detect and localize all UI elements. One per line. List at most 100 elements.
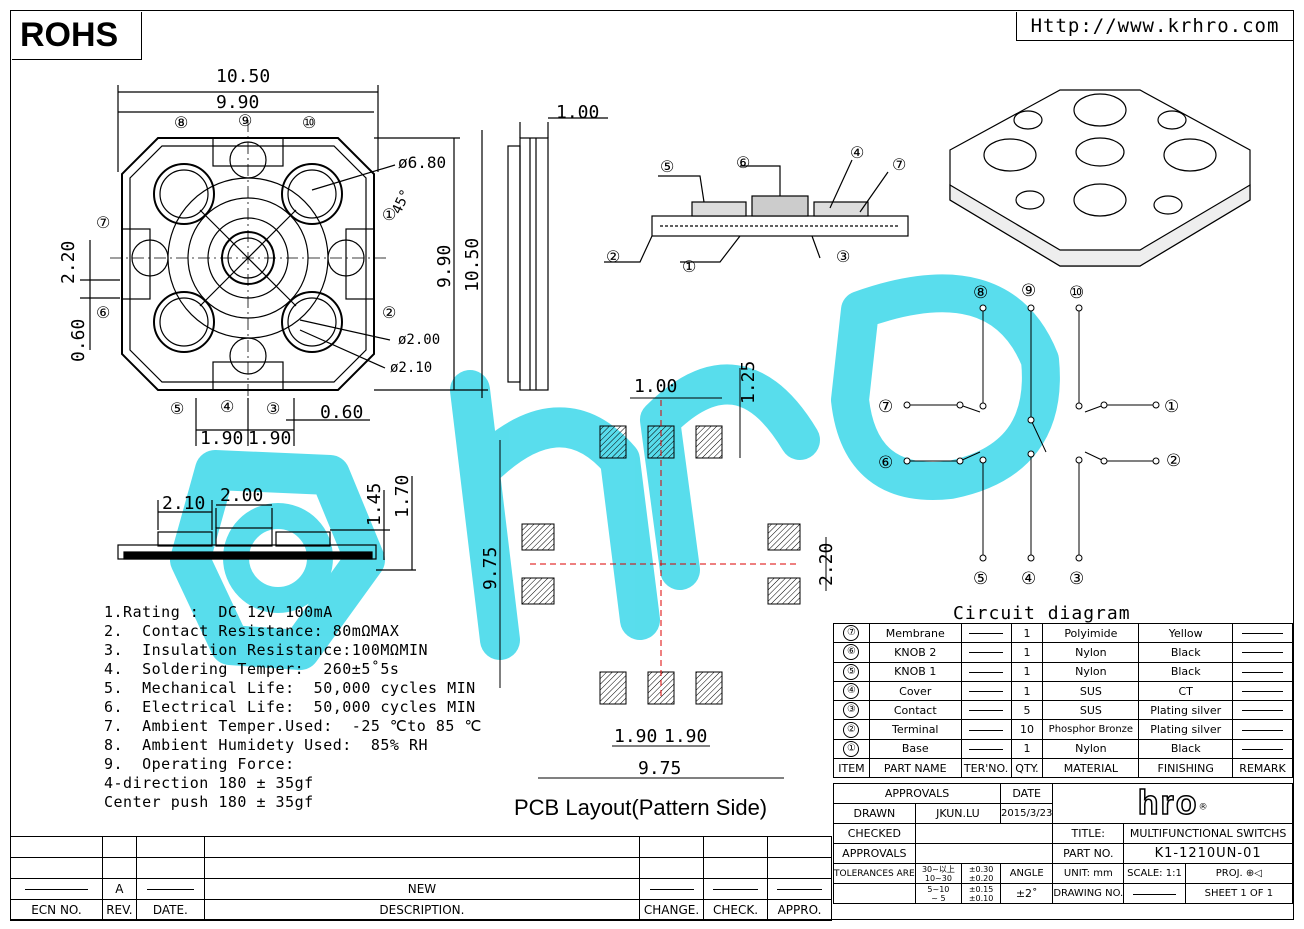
title-value: MULTIFUNCTIONAL SWITCHS xyxy=(1123,823,1293,844)
check-label: CHECK. xyxy=(703,899,768,921)
dim-2-10: 2.10 xyxy=(162,493,205,514)
bom-finishing: Black xyxy=(1138,642,1234,663)
pcb-dim-1-00: 1.00 xyxy=(634,376,677,397)
pcb-dim-2-20: 2.20 xyxy=(816,543,837,586)
bom-qty: 5 xyxy=(1010,700,1044,721)
drawn-date: 2015/3/23 xyxy=(1000,803,1054,824)
spec-line: 3. Insulation Resistance:100MΩMIN xyxy=(104,641,429,659)
sheet: SHEET 1 OF 1 xyxy=(1184,883,1294,904)
bom-finishing: Plating silver xyxy=(1138,700,1234,721)
dim-2-00: 2.00 xyxy=(220,485,263,506)
drawn-by: JKUN.LU xyxy=(914,803,1002,824)
circuit-pin-4: ④ xyxy=(1021,569,1036,589)
pcb-dims xyxy=(499,368,827,779)
description-label: DESCRIPTION. xyxy=(203,899,641,921)
angle-label: ANGLE xyxy=(1000,863,1054,884)
pin-1-label: ① xyxy=(382,205,396,224)
tol-range: 30~以上 xyxy=(921,864,955,874)
circuit-pin-7: ⑦ xyxy=(878,397,893,417)
callout-4: ④ xyxy=(850,143,864,162)
tol-range: 10~30 xyxy=(924,873,952,883)
angle-value: ±2˚ xyxy=(1000,883,1054,904)
hro-logo: hro® xyxy=(1052,783,1293,824)
bom-finishing: CT xyxy=(1138,680,1234,702)
bom-material: Phosphor Bronze xyxy=(1042,719,1140,740)
bom-header: PART NAME xyxy=(868,758,962,779)
callout-1: ① xyxy=(682,257,696,276)
bom-material: SUS xyxy=(1042,680,1140,702)
bom-finishing: Black xyxy=(1138,661,1234,682)
dim-1-45: 1.45 xyxy=(364,483,385,526)
checked-label: CHECKED xyxy=(833,823,916,844)
tol-value: ±0.20 xyxy=(968,873,994,883)
ecn-no-label: ECN NO. xyxy=(10,899,103,921)
spec-line: 9. Operating Force: xyxy=(104,755,295,773)
circuit-pin-labels: ⑧ ⑨ ⑩ ⑦ ① ⑥ ② ⑤ ④ ③ xyxy=(878,281,1181,589)
front-view-labels: 2.10 2.00 1.45 1.70 xyxy=(162,475,413,526)
tol-range: ~ 5 xyxy=(931,893,946,903)
pin-8-label: ⑧ xyxy=(174,113,188,132)
bom-header: QTY. xyxy=(1010,758,1044,779)
circuit-pin-2: ② xyxy=(1166,451,1181,471)
desc-value: NEW xyxy=(203,878,641,900)
pin-4-label: ④ xyxy=(220,397,234,416)
bom-material: Polyimide xyxy=(1042,622,1140,644)
date-label-rev: DATE. xyxy=(135,899,205,921)
date-label: DATE xyxy=(1000,783,1054,804)
dim-9-90-top: 9.90 xyxy=(216,92,259,113)
tol-range: 5~10 xyxy=(927,884,950,894)
bom-part-name: Terminal xyxy=(868,719,962,740)
bom-finishing: Plating silver xyxy=(1138,719,1234,740)
dim-10-50-right: 10.50 xyxy=(462,238,483,292)
tol-value: ±0.10 xyxy=(968,893,994,903)
spec-line: 5. Mechanical Life: 50,000 cycles MIN xyxy=(104,679,476,697)
bom-item: ① xyxy=(843,740,860,757)
callout-7: ⑦ xyxy=(892,155,906,174)
bom-material: SUS xyxy=(1042,700,1140,721)
pcb-labels: 1.00 1.25 9.75 2.20 1.90 1.90 9.75 xyxy=(480,361,837,779)
pcb-dim-1-90-a: 1.90 xyxy=(614,726,657,747)
hro-watermark xyxy=(170,274,1060,670)
pcb-dim-1-25: 1.25 xyxy=(738,361,759,404)
bom-qty: 1 xyxy=(1010,680,1044,702)
dim-dia-6-80: ø6.80 xyxy=(398,153,446,172)
bom-qty: 1 xyxy=(1010,642,1044,663)
website-url[interactable]: Http://www.krhro.com xyxy=(1016,12,1293,41)
bom-item: ③ xyxy=(843,702,860,719)
part-no-value: K1-1210UN-01 xyxy=(1123,843,1293,864)
spec-line: 4. Soldering Temper: 260±5˚5s xyxy=(104,660,400,678)
bom-material: Nylon xyxy=(1042,642,1140,663)
pcb-dim-9-75-left: 9.75 xyxy=(480,547,501,590)
top-view-labels: 10.50 9.90 ø6.80 ø2.00 ø2.10 1.90 1.90 0… xyxy=(58,66,483,449)
pin-2-label: ② xyxy=(382,303,396,322)
dim-1-70: 1.70 xyxy=(392,475,413,518)
dim-1-90-b: 1.90 xyxy=(248,428,291,449)
dim-dia-2-00: ø2.00 xyxy=(398,332,440,348)
spec-line: 1.Rating : DC 12V 100mA xyxy=(104,603,333,621)
rev-value: A xyxy=(101,878,137,900)
bom-header: FINISHING xyxy=(1138,758,1234,779)
bom-item: ⑥ xyxy=(843,644,860,661)
bom-header: TER'NO. xyxy=(960,758,1012,779)
circuit-pin-8: ⑧ xyxy=(973,283,988,303)
callout-5: ⑤ xyxy=(660,157,674,176)
bom-material: Nylon xyxy=(1042,661,1140,682)
drawn-label: DRAWN xyxy=(833,803,916,824)
bom-header: MATERIAL xyxy=(1042,758,1140,779)
front-view xyxy=(117,476,416,571)
spec-line: 4-direction 180 ± 35gf xyxy=(104,774,314,792)
pcb-dim-1-90-b: 1.90 xyxy=(664,726,707,747)
spec-line: 2. Contact Resistance: 80mΩMAX xyxy=(104,622,400,640)
scale: SCALE: 1:1 xyxy=(1123,863,1186,884)
pin-9-label: ⑨ xyxy=(238,111,252,130)
revision-table: A NEW ECN NO. REV. DATE. DESCRIPTION. CH… xyxy=(10,836,833,921)
tol-value: ±0.15 xyxy=(968,884,994,894)
bom-qty: 1 xyxy=(1010,738,1044,760)
section-callouts: ⑤ ⑥ ④ ⑦ ② ① ③ xyxy=(606,143,906,276)
drawing-no-label: DRAWING NO. xyxy=(1052,883,1125,904)
